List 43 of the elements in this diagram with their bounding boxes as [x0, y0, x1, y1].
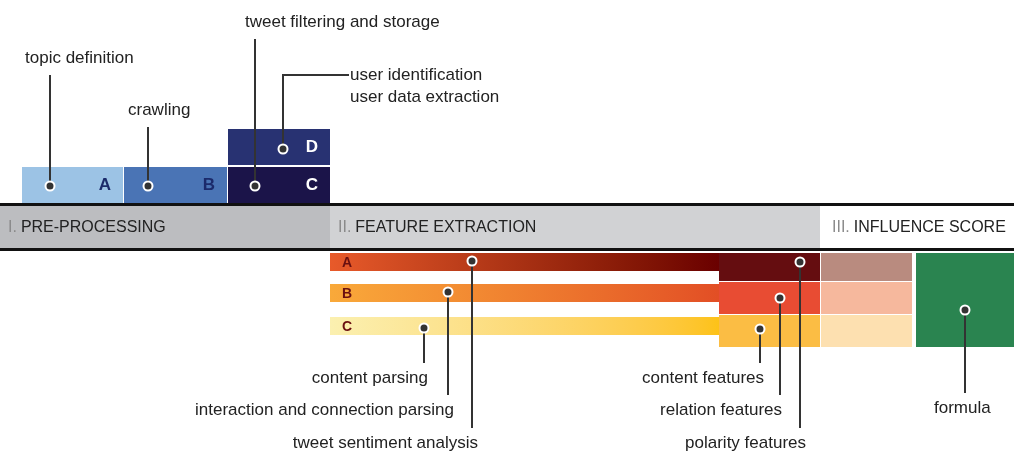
callout-label: content features	[590, 367, 764, 389]
score-cell	[821, 315, 912, 347]
feature-block	[719, 315, 820, 347]
callout-label: polarity features	[630, 432, 806, 454]
gradient-bar: C	[330, 317, 720, 335]
phase-number: III.	[832, 217, 850, 237]
callout-label: interaction and connection parsing	[110, 399, 454, 421]
leader-line	[754, 323, 766, 364]
gradient-bar: B	[330, 284, 720, 302]
callout-label: tweet filtering and storage	[245, 11, 495, 33]
callout-label: relation features	[610, 399, 782, 421]
formula-block	[916, 253, 1014, 347]
step-box: A	[22, 167, 123, 203]
gradient-bar: A	[330, 253, 720, 271]
callout-label: content parsing	[230, 367, 428, 389]
callout-label: user identification user data extraction	[350, 64, 540, 110]
leader-line	[442, 286, 454, 396]
score-cell	[821, 282, 912, 314]
feature-block	[719, 253, 820, 281]
step-box: D	[228, 129, 330, 165]
feature-block	[719, 282, 820, 314]
step-box: B	[124, 167, 227, 203]
leader-line	[466, 255, 478, 429]
score-cell	[821, 253, 912, 281]
callout-label: topic definition	[25, 47, 175, 69]
leader-line	[142, 126, 154, 192]
leader-line	[44, 74, 56, 192]
phase-band	[0, 206, 330, 248]
step-box: C	[228, 167, 330, 203]
leader-line	[794, 256, 806, 429]
callout-label: crawling	[128, 99, 218, 121]
phase-title: PRE-PROCESSING	[20, 217, 166, 237]
phase-title: INFLUENCE SCORE	[853, 217, 1006, 237]
leader-line	[277, 74, 350, 155]
callout-label: tweet sentiment analysis	[230, 432, 478, 454]
leader-line	[418, 322, 430, 364]
leader-line	[959, 304, 971, 394]
leader-line	[774, 292, 786, 396]
callout-label: formula	[934, 397, 1014, 419]
phase-band	[330, 206, 820, 248]
phase-title: FEATURE EXTRACTION	[355, 217, 537, 237]
phase-number: II.	[338, 217, 352, 237]
leader-line	[249, 38, 261, 192]
